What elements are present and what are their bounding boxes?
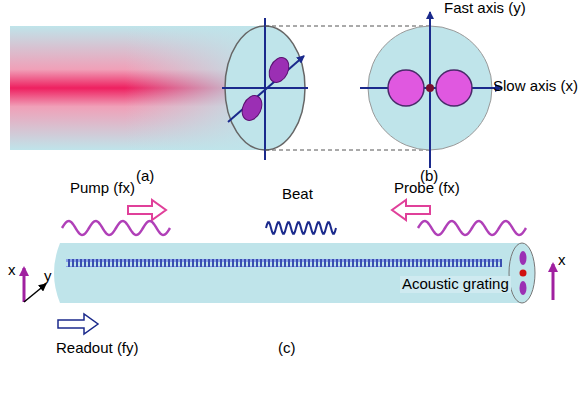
signal-label: Probe (fx): [394, 180, 460, 197]
axis-label: y: [44, 268, 52, 285]
axis-label: x: [558, 252, 566, 269]
signal-label: Readout (fy): [56, 340, 139, 357]
grating-label: Acoustic grating: [400, 276, 511, 293]
panel-label: (a): [136, 168, 154, 185]
wave: [266, 222, 336, 233]
wave: [62, 221, 170, 235]
axis-label: x: [8, 262, 16, 279]
panel-label: (c): [278, 340, 296, 357]
signal-label: Beat: [282, 186, 313, 203]
axis-label: Fast axis (y): [444, 0, 526, 17]
axis-label: Slow axis (x): [493, 78, 578, 95]
wave: [418, 221, 526, 235]
signal-label: Pump (fx): [70, 180, 135, 197]
